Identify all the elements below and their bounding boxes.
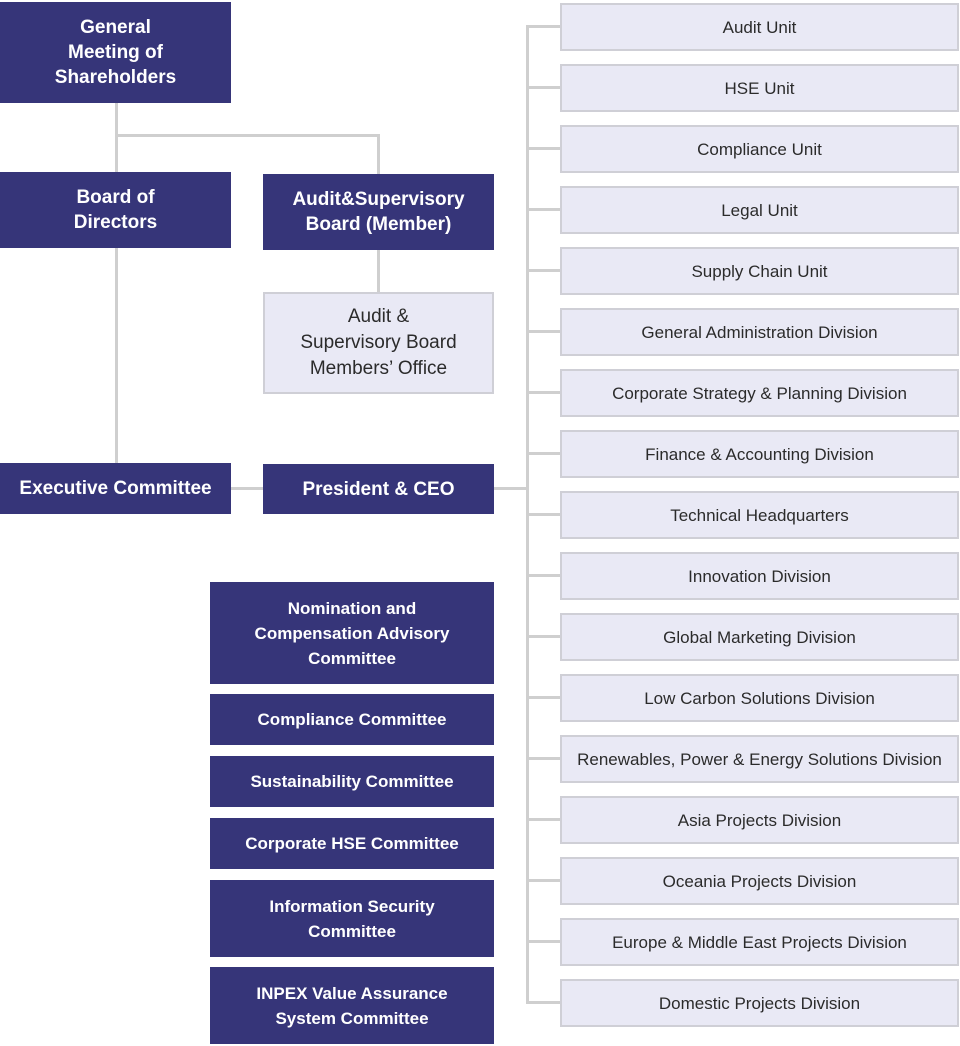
unit-supply-chain: Supply Chain Unit [560,247,959,295]
division-global-marketing: Global Marketing Division [560,613,959,661]
unit-connector-tick [526,818,561,821]
general-meeting-label: General Meeting of Shareholders [54,17,177,88]
unit-connector-tick [526,25,561,28]
committee-information-security: Information Security Committee [210,880,494,957]
board-of-directors-label: Board of Directors [73,187,158,233]
unit-connector-tick [526,208,561,211]
committee-compliance: Compliance Committee [210,694,494,745]
unit-connector-tick [526,1001,561,1004]
committee-label: Nomination and Compensation Advisory Com… [254,598,450,668]
unit-label: Audit Unit [722,17,797,37]
committee-label: Compliance Committee [257,710,447,729]
unit-label: Low Carbon Solutions Division [644,688,875,708]
unit-compliance: Compliance Unit [560,125,959,173]
unit-connector-tick [526,635,561,638]
unit-label: Europe & Middle East Projects Division [612,932,907,952]
division-finance-accounting: Finance & Accounting Division [560,430,959,478]
unit-audit: Audit Unit [560,3,959,51]
unit-label: HSE Unit [724,78,795,98]
committee-inpex-value-assurance: INPEX Value Assurance System Committee [210,967,494,1044]
unit-label: Renewables, Power & Energy Solutions Div… [577,749,942,769]
committee-label: Corporate HSE Committee [245,834,459,853]
connector-meeting-to-audit-board-h [115,134,380,137]
unit-connector-tick [526,940,561,943]
audit-supervisory-board-label: Audit&Supervisory Board (Member) [292,189,465,235]
unit-connector-tick [526,879,561,882]
committee-nomination-compensation: Nomination and Compensation Advisory Com… [210,582,494,684]
technical-headquarters: Technical Headquarters [560,491,959,539]
unit-label: Asia Projects Division [677,810,842,830]
unit-connector-tick [526,330,561,333]
president-ceo-label: President & CEO [302,478,455,500]
audit-supervisory-board: Audit&Supervisory Board (Member) [263,174,494,250]
unit-label: Supply Chain Unit [691,261,828,281]
unit-connector-tick [526,757,561,760]
unit-label: Technical Headquarters [670,505,849,525]
unit-label: Corporate Strategy & Planning Division [612,383,907,403]
committee-sustainability: Sustainability Committee [210,756,494,807]
committee-corporate-hse: Corporate HSE Committee [210,818,494,869]
unit-legal: Legal Unit [560,186,959,234]
division-corporate-strategy-planning: Corporate Strategy & Planning Division [560,369,959,417]
unit-hse: HSE Unit [560,64,959,112]
unit-connector-tick [526,391,561,394]
unit-label: Innovation Division [688,566,831,586]
division-renewables-power-energy: Renewables, Power & Energy Solutions Div… [560,735,959,783]
committee-label: Information Security Committee [269,896,435,941]
unit-connector-tick [526,574,561,577]
unit-label: Global Marketing Division [663,627,856,647]
division-low-carbon-solutions: Low Carbon Solutions Division [560,674,959,722]
unit-label: Legal Unit [721,200,798,220]
committee-label: INPEX Value Assurance System Committee [256,983,448,1028]
unit-connector-tick [526,513,561,516]
committee-label: Sustainability Committee [250,772,454,791]
unit-label: Compliance Unit [697,139,822,159]
unit-label: Finance & Accounting Division [645,444,874,464]
division-innovation: Innovation Division [560,552,959,600]
unit-connector-tick [526,86,561,89]
unit-label: Oceania Projects Division [662,871,857,891]
audit-office-label: Audit & Supervisory Board Members’ Offic… [300,306,457,379]
unit-connector-tick [526,696,561,699]
connector-president-to-trunk [494,487,529,490]
division-europe-middle-east-projects: Europe & Middle East Projects Division [560,918,959,966]
division-oceania-projects: Oceania Projects Division [560,857,959,905]
unit-connector-tick [526,452,561,455]
division-domestic-projects: Domestic Projects Division [560,979,959,1027]
connector-board-to-executive [115,248,118,463]
connector-meeting-down [115,102,118,172]
unit-connector-tick [526,269,561,272]
executive-committee: Executive Committee [0,463,231,514]
audit-supervisory-board-office: Audit & Supervisory Board Members’ Offic… [263,292,494,394]
connector-executive-to-president [231,487,264,490]
division-general-administration: General Administration Division [560,308,959,356]
unit-connector-tick [526,147,561,150]
president-and-ceo: President & CEO [263,464,494,514]
unit-label: General Administration Division [641,322,878,342]
connector-to-audit-board-v [377,134,380,174]
board-of-directors: Board of Directors [0,172,231,248]
connector-audit-board-to-office [377,249,380,293]
executive-committee-label: Executive Committee [19,478,212,499]
unit-label: Domestic Projects Division [658,993,861,1013]
division-asia-projects: Asia Projects Division [560,796,959,844]
general-meeting-of-shareholders: General Meeting of Shareholders [0,2,231,103]
